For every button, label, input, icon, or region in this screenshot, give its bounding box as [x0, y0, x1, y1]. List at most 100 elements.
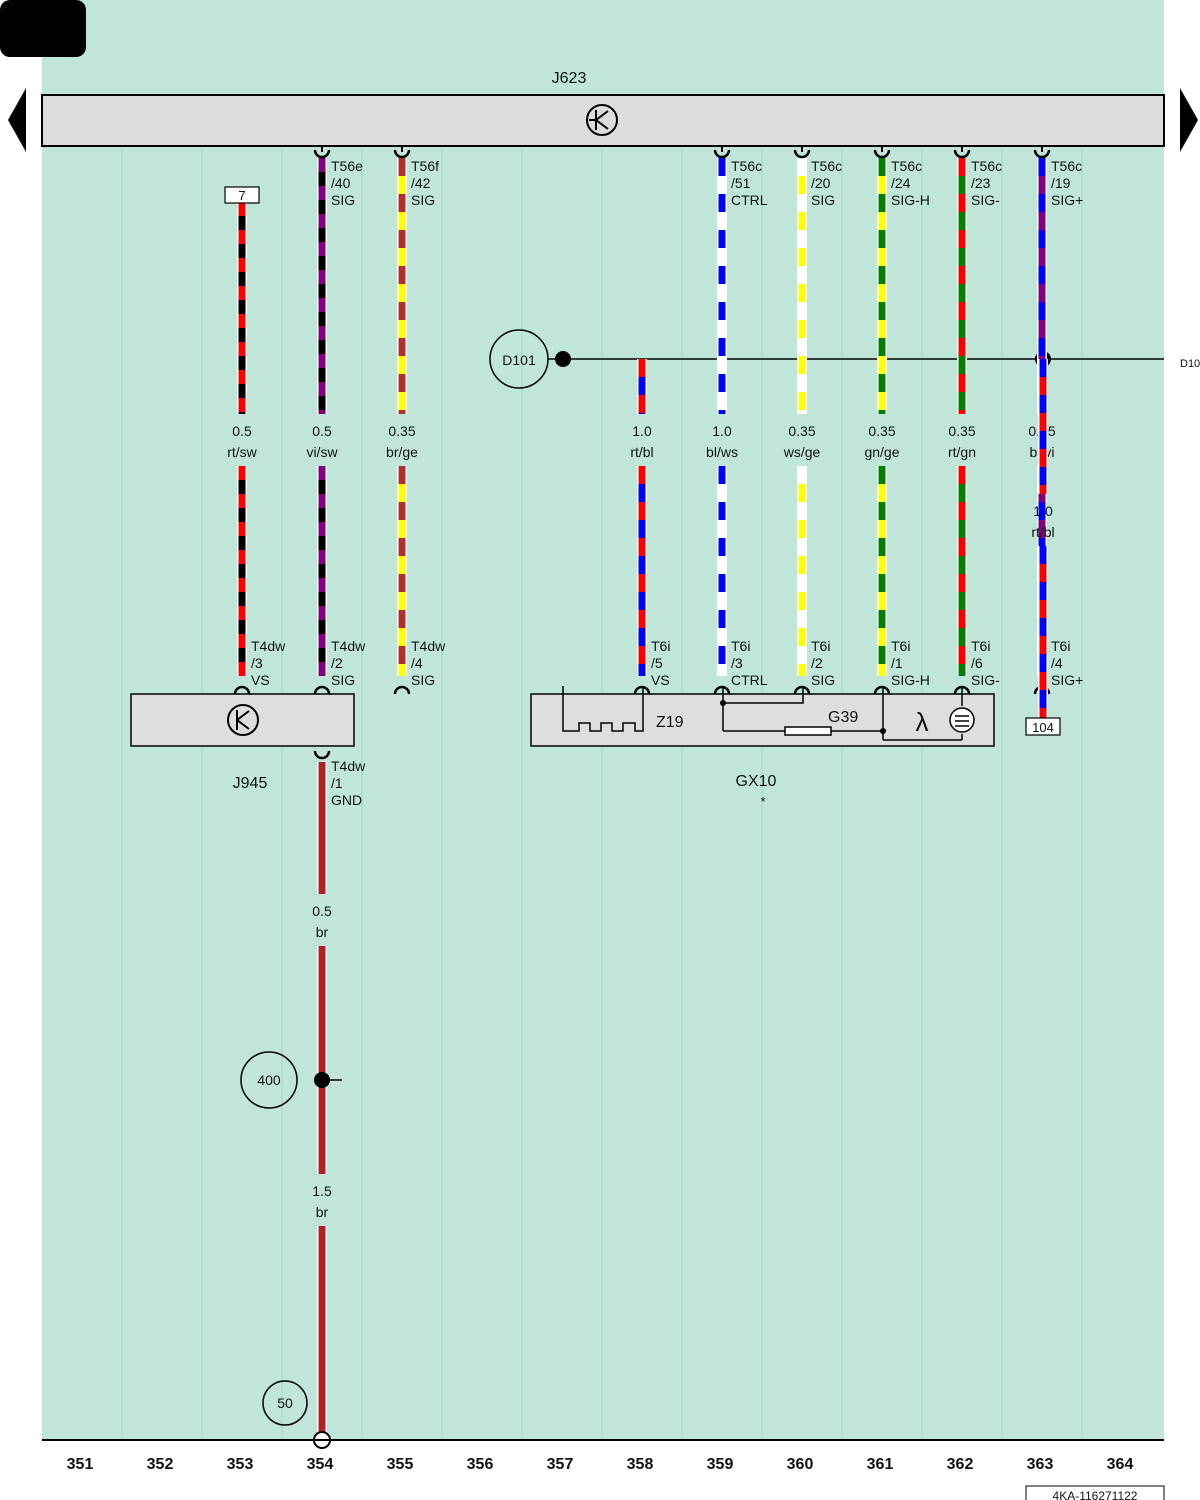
- pin-connector-icon: [313, 685, 331, 695]
- wire-stripe: [878, 212, 886, 230]
- pin-label-bottom: /4: [411, 655, 423, 671]
- wire-color-code: rt/bl: [1031, 524, 1054, 540]
- wire-stripe: [878, 520, 886, 538]
- wire-stripe: [1039, 564, 1047, 582]
- footer-code: 4KA-116271122: [1053, 1489, 1138, 1500]
- wire-stripe: [398, 284, 406, 302]
- wire-gauge: 0.5: [312, 423, 332, 439]
- wire-stripe: [318, 312, 326, 326]
- wire-stripe: [958, 176, 966, 194]
- wire-stripe: [318, 536, 326, 550]
- pin-connector-icon: [713, 685, 731, 695]
- wire-stripe: [638, 592, 646, 610]
- node-label-50: 50: [277, 1395, 293, 1411]
- pin-label-bottom: /4: [1051, 655, 1063, 671]
- junction-dot: [880, 728, 886, 734]
- bus-junction-dot: [555, 351, 571, 367]
- reference-number: 7: [238, 188, 245, 203]
- wire-stripe: [238, 272, 246, 286]
- pin-label-bottom: SIG: [811, 672, 835, 688]
- pin-label-top: SIG-H: [891, 192, 930, 208]
- wire-stripe: [798, 248, 806, 266]
- wire-stripe: [798, 628, 806, 646]
- pin-connector-icon: [953, 149, 971, 159]
- wire-gauge: 0.5: [232, 423, 252, 439]
- wire-stripe: [318, 340, 326, 354]
- heater-z19-icon: [562, 686, 644, 732]
- wire-stripe: [878, 320, 886, 338]
- wire-stripe: [878, 176, 886, 194]
- wire-stripe: [318, 508, 326, 522]
- wire-stripe: [718, 392, 726, 410]
- wire-stripe: [878, 284, 886, 302]
- wire-stripe: [318, 396, 326, 410]
- junction-dot: [314, 1072, 330, 1088]
- pin-label-bottom: T6i: [731, 638, 750, 654]
- column-number: 364: [1107, 1456, 1134, 1473]
- column-gridlines: [121, 146, 1083, 1440]
- wire-stripe: [958, 212, 966, 230]
- junction-dot: [720, 700, 726, 706]
- pin-connector-icon: [793, 149, 811, 159]
- wire-stripe: [638, 628, 646, 646]
- pin-label-top: SIG: [811, 192, 835, 208]
- wire-stripe: [1039, 413, 1047, 431]
- wire-stripe: [398, 248, 406, 266]
- column-number: 353: [227, 1456, 254, 1473]
- column-number: 360: [787, 1456, 814, 1473]
- pin-label-bottom: T6i: [651, 638, 670, 654]
- component-label-j945: J945: [233, 775, 268, 792]
- wire-gauge: 0.5: [312, 903, 332, 919]
- component-j945: [130, 693, 355, 747]
- arrow-right-icon[interactable]: [1180, 88, 1198, 152]
- wire-stripe: [1038, 248, 1046, 266]
- wire-gauge: 1.0: [1033, 503, 1053, 519]
- pin-label-top: SIG-: [971, 192, 1000, 208]
- wire-stripe: [878, 664, 886, 676]
- wire-stripe: [638, 520, 646, 538]
- wire-stripe: [958, 520, 966, 538]
- pin-label-top: SIG+: [1051, 192, 1083, 208]
- wire-gauge: 0.35: [948, 423, 975, 439]
- wire-stripe: [798, 556, 806, 574]
- wire-stripe: [398, 484, 406, 502]
- wire-stripe: [238, 592, 246, 606]
- wire-stripe: [878, 628, 886, 646]
- wire-stripe: [638, 484, 646, 502]
- wire-color-code: vi/sw: [306, 444, 338, 460]
- sensor-g39-wiring: [722, 686, 963, 741]
- pin-label-bottom: SIG: [331, 672, 355, 688]
- bus-continuation-label: D10: [1180, 358, 1200, 370]
- wire-color-code: gn/ge: [864, 444, 899, 460]
- control-unit-bar: [41, 94, 1165, 147]
- wire-stripe: [1038, 320, 1046, 338]
- wire-stripe: [798, 212, 806, 230]
- wire-color-code: br: [316, 1204, 329, 1220]
- wire-stripe: [958, 628, 966, 646]
- wire-stripe: [318, 648, 326, 662]
- pin-label-top: /20: [811, 175, 831, 191]
- arrow-left-icon[interactable]: [8, 88, 26, 152]
- wire-stripe: [638, 377, 646, 395]
- pin-label-bottom: /1: [891, 655, 903, 671]
- wire-stripe: [318, 172, 326, 186]
- wire-stripe: [238, 300, 246, 314]
- pin-label-ground: /1: [331, 775, 343, 791]
- wire-stripe: [798, 664, 806, 676]
- pin-label-bottom: /5: [651, 655, 663, 671]
- wire-color-code: rt/gn: [948, 444, 976, 460]
- wire-stripe: [878, 392, 886, 410]
- sub-component-label-z19: Z19: [656, 714, 684, 731]
- pin-label-top: T56c: [731, 158, 762, 174]
- pin-label-top: T56c: [811, 158, 842, 174]
- wire-color-code: ws/ge: [783, 444, 821, 460]
- wire-stripe: [318, 564, 326, 578]
- node-circle-400: [240, 1051, 298, 1109]
- wire-stripe: [238, 216, 246, 230]
